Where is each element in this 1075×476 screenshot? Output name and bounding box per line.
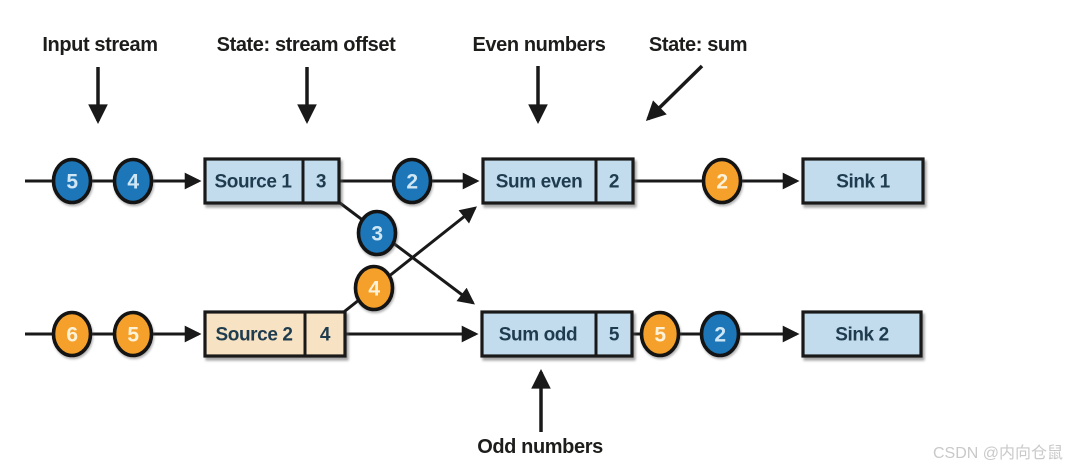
node-state-value: 5	[609, 325, 620, 346]
token-value: 4	[368, 278, 380, 301]
node-sum-even: Sum even 2	[481, 157, 635, 205]
node-label: Sink 2	[835, 325, 889, 346]
label-even-numbers: Even numbers	[472, 34, 605, 56]
token-input1-second: 4	[112, 157, 154, 205]
token-source1-to-sum-odd: 3	[356, 209, 398, 257]
token-source1-to-sum-even: 2	[391, 157, 433, 205]
edge-source1-to-sum-odd-diagonal	[335, 198, 476, 305]
token-circle	[112, 157, 154, 205]
label-input-stream: Input stream	[42, 34, 157, 56]
token-value: 3	[371, 223, 382, 246]
label-state-sum: State: sum	[649, 34, 747, 56]
token-value: 2	[716, 171, 727, 194]
token-value: 5	[66, 171, 78, 194]
node-sink2: Sink 2	[801, 310, 923, 358]
token-value: 5	[654, 324, 666, 347]
token-circle	[356, 209, 398, 257]
nodes: Source 1 3 Sum even 2 Sink 1 Source 2 4 …	[203, 157, 925, 358]
token-value: 4	[127, 171, 139, 194]
token-sum-odd-out-second: 2	[699, 310, 741, 358]
token-value: 6	[66, 324, 77, 347]
token-input1-first: 5	[51, 157, 93, 205]
node-source2: Source 2 4	[203, 310, 347, 358]
node-state-value: 2	[609, 172, 619, 193]
node-sum-odd: Sum odd 5	[480, 310, 634, 358]
node-sink1: Sink 1	[801, 157, 925, 205]
token-input2-second: 5	[112, 310, 154, 358]
token-circle	[639, 310, 681, 358]
token-circle	[699, 310, 741, 358]
token-circle	[701, 157, 743, 205]
token-input2-first: 6	[51, 310, 93, 358]
token-circle	[353, 264, 395, 312]
watermark-text: CSDN @内向仓鼠	[933, 444, 1063, 462]
token-circle	[391, 157, 433, 205]
node-box	[801, 310, 923, 358]
node-box	[203, 157, 341, 205]
node-label: Source 2	[215, 325, 292, 346]
node-box	[203, 310, 347, 358]
token-circle	[112, 310, 154, 358]
token-circle	[51, 157, 93, 205]
node-source1: Source 1 3	[203, 157, 341, 205]
node-label: Sum even	[496, 172, 583, 193]
token-value: 2	[406, 171, 417, 194]
node-state-value: 3	[316, 172, 326, 193]
token-source2-to-sum-even: 4	[353, 264, 395, 312]
token-sum-even-to-sink1: 2	[701, 157, 743, 205]
label-odd-numbers: Odd numbers	[477, 436, 603, 458]
node-box	[801, 157, 925, 205]
token-circle	[51, 310, 93, 358]
annotations: Input stream State: stream offset Even n…	[42, 34, 747, 458]
node-label: Sum odd	[499, 325, 577, 346]
arrow-state-sum	[645, 64, 704, 122]
node-box	[480, 310, 634, 358]
label-state-stream-offset: State: stream offset	[217, 34, 396, 56]
tokens: 5 4 2 3 4 2 6 5	[51, 157, 743, 358]
node-label: Sink 1	[836, 172, 890, 193]
token-value: 2	[714, 324, 725, 347]
token-sum-odd-out-first: 5	[639, 310, 681, 358]
token-value: 5	[127, 324, 139, 347]
node-box	[481, 157, 635, 205]
node-label: Source 1	[214, 172, 292, 193]
node-state-value: 4	[320, 325, 331, 346]
